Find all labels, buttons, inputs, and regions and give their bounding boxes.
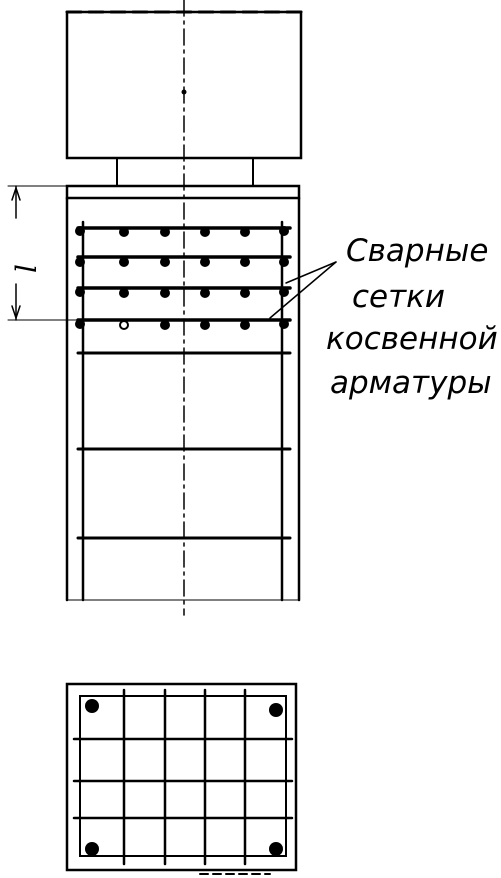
axis-point: [181, 89, 187, 95]
rebar-dot: [200, 227, 210, 237]
dimension-label-l: l: [9, 264, 43, 273]
rebar-dot: [75, 257, 85, 267]
corner-bar: [269, 703, 283, 717]
rebar-dot: [240, 288, 250, 298]
rebar-dot: [279, 319, 289, 329]
rebar-dot: [279, 257, 289, 267]
rebar-dot: [279, 287, 289, 297]
rebar-dot: [119, 288, 129, 298]
rebar-dot: [75, 319, 85, 329]
annotation-line-3: косвенной: [326, 321, 498, 357]
annotation-line-2: сетки: [352, 279, 446, 315]
rebar-dot: [75, 226, 85, 236]
rebar-dot: [279, 226, 289, 236]
section-outline: [65, 682, 298, 872]
dim-arrow-bottom: [11, 305, 21, 321]
rebar-dot-hollow: [119, 320, 129, 330]
section-inner: [79, 695, 287, 857]
rebar-dot: [200, 288, 210, 298]
rebar-dot: [240, 227, 250, 237]
rebar-dot: [160, 320, 170, 330]
dim-arrow-top: [11, 185, 21, 201]
section-corner-bars: [85, 699, 283, 856]
rebar-dot: [200, 257, 210, 267]
corner-bar: [85, 699, 99, 713]
leader-line-1: [285, 261, 337, 284]
annotation-line-1: Сварные: [346, 233, 489, 269]
rebar-dot: [160, 227, 170, 237]
rebar-dot: [240, 257, 250, 267]
rebar-dot: [75, 287, 85, 297]
mesh-dots: [75, 226, 289, 330]
rebar-dot: [119, 257, 129, 267]
rebar-dot: [160, 288, 170, 298]
leader-line-2: [269, 261, 337, 319]
rebar-dot: [119, 227, 129, 237]
rebar-dot: [200, 320, 210, 330]
annotation-line-4: арматуры: [330, 365, 492, 401]
corner-bar: [85, 842, 99, 856]
column-head-plate: [65, 184, 301, 200]
rebar-dot: [240, 320, 250, 330]
rebar-dot: [160, 257, 170, 267]
corner-bar: [269, 842, 283, 856]
